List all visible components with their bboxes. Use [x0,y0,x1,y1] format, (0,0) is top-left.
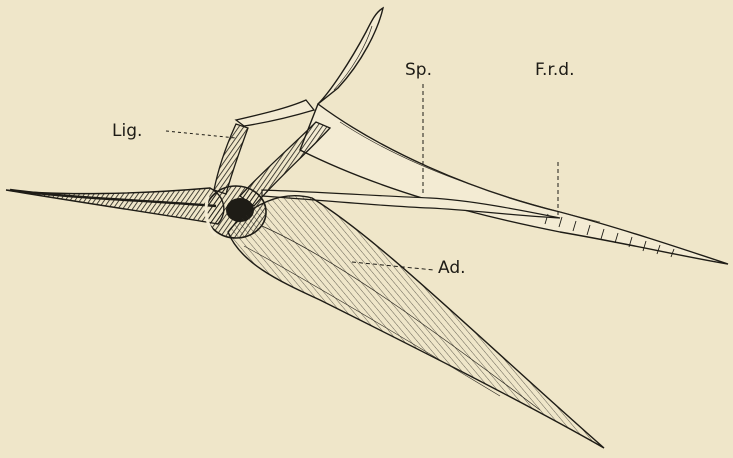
ligament-band-left [214,124,248,194]
leader-lig [166,131,236,138]
label-ad: Ad. [438,260,466,277]
upper-process [318,8,383,104]
label-sp: Sp. [405,62,432,79]
left-prong [236,100,314,126]
label-lig: Lig. [112,123,142,140]
adductor-body [228,196,604,448]
label-frd: F.r.d. [535,62,574,79]
